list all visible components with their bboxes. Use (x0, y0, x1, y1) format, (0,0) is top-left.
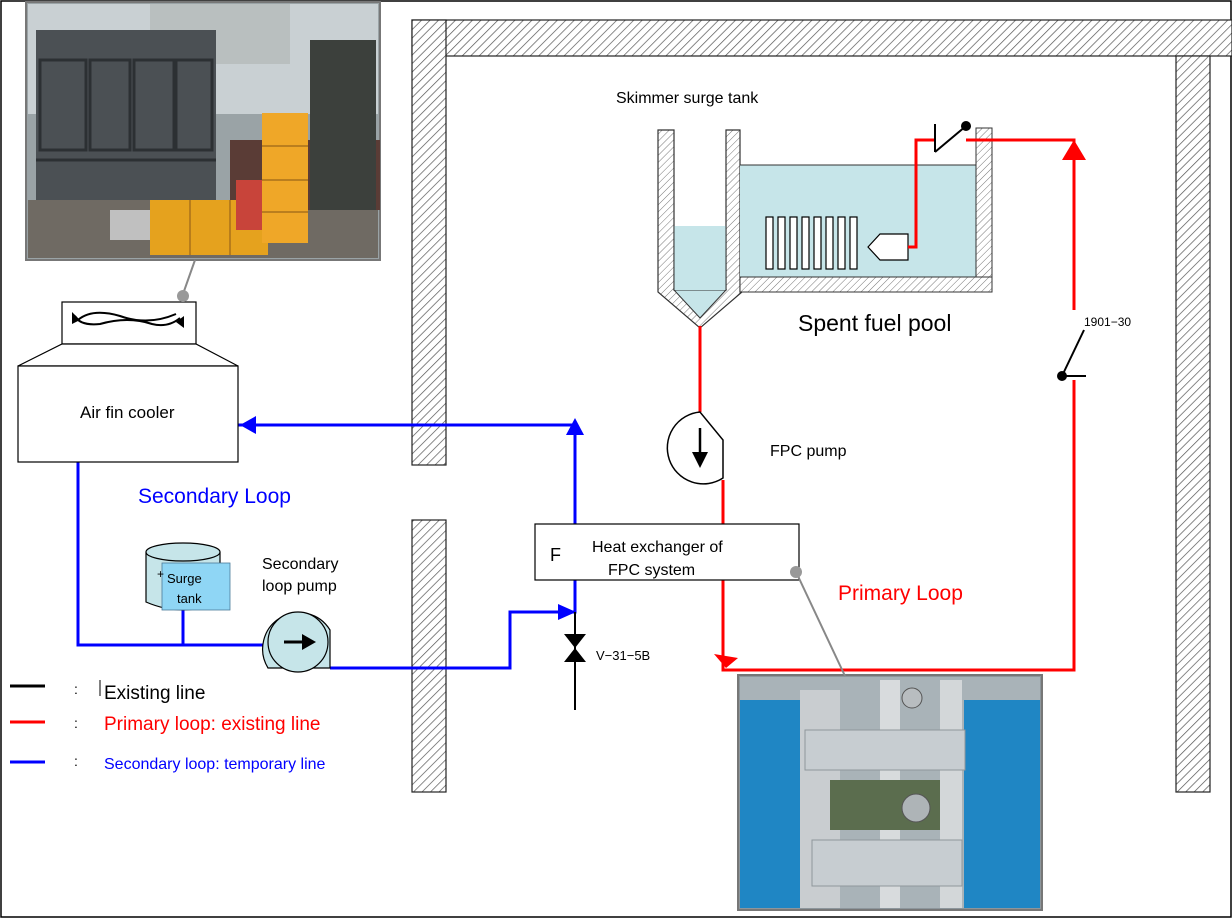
spent-fuel-pool (739, 127, 993, 293)
primary-flow-arrow (1062, 140, 1086, 160)
label-surge-tank-line1: Surge (167, 571, 202, 586)
label-heat-exchanger-line1: Heat exchanger of (592, 539, 723, 556)
surge-tank: + (145, 542, 231, 611)
surge-tank-label-bg (161, 562, 231, 611)
leader-dot-2 (790, 566, 802, 578)
building-walls (411, 19, 1232, 793)
secondary-flow-arrow-up (566, 418, 584, 435)
legend-label-existing: Existing line (104, 683, 205, 704)
label-primary-loop: Primary Loop (838, 582, 963, 605)
label-secondary-pump-line2: loop pump (262, 578, 337, 595)
label-skimmer-surge-tank: Skimmer surge tank (616, 90, 759, 107)
skimmer-surge-tank (657, 129, 744, 329)
secondary-loop-pump (262, 611, 331, 673)
photo-leader-line (182, 259, 196, 295)
valve-v-31-5b (564, 612, 586, 710)
label-hx-partial: F (550, 545, 561, 565)
leader-dot (177, 290, 189, 302)
label-fpc-pump: FPC pump (770, 443, 847, 460)
label-valve-1901-30: 1901−30 (1084, 315, 1131, 329)
photo-heat-exchanger (737, 674, 1043, 911)
label-surge-tank-line2: tank (177, 591, 202, 606)
check-valve (934, 121, 971, 153)
secondary-flow-arrow-right (558, 604, 576, 620)
label-secondary-pump-line1: Secondary (262, 556, 339, 573)
svg-text:+: + (157, 567, 164, 581)
primary-return-arrow (714, 654, 738, 668)
air-fin-cooler (17, 301, 239, 463)
valve-1901-30 (1057, 329, 1086, 381)
secondary-flow-arrow-left (240, 416, 256, 434)
legend-label-primary: Primary loop: existing line (104, 714, 320, 735)
legend-colon-1: : (74, 681, 78, 697)
heat-exchanger-box (534, 523, 800, 581)
label-valve-v-31-5b: V−31−5B (596, 648, 650, 663)
legend-label-secondary: Secondary loop: temporary line (104, 756, 326, 773)
photo-air-fin-cooler (25, 1, 381, 261)
legend-colon-2: : (74, 715, 78, 731)
fuel-rack (765, 216, 858, 270)
label-air-fin-cooler: Air fin cooler (80, 403, 175, 422)
legend: : Existing line : Primary loop: existing… (10, 680, 326, 773)
label-secondary-loop: Secondary Loop (138, 485, 291, 508)
legend-colon-3: : (74, 753, 78, 769)
label-heat-exchanger-line2: FPC system (608, 562, 695, 579)
label-spent-fuel-pool: Spent fuel pool (798, 310, 951, 336)
fpc-pump (666, 411, 724, 485)
photo-leader-line-2 (796, 573, 846, 677)
fan-icon (72, 311, 184, 328)
